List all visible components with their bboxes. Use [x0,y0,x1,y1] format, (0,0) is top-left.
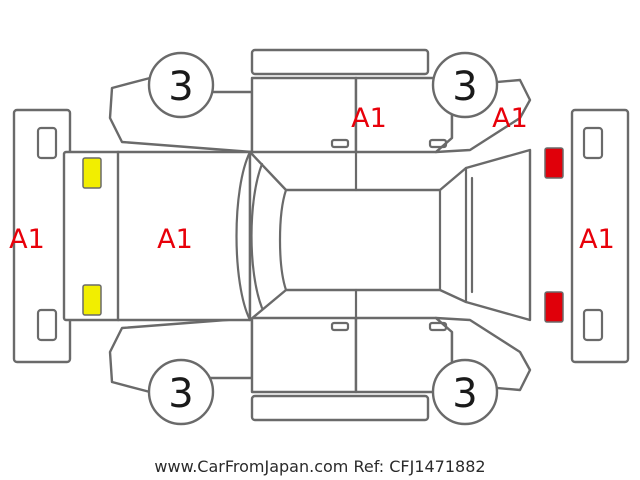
lower-side-body [108,316,532,394]
rear-bumper-grade: A1 [579,224,615,255]
tire-rear-left-grade: 3 [452,64,477,110]
tire-front-right: 3 [147,358,215,426]
lower-side-sill [250,394,430,422]
tire-front-right-grade: 3 [168,371,193,417]
rear-quarter-grade: A1 [492,103,528,134]
rear-lamp-upper [544,147,564,179]
tire-front-left-grade: 3 [168,64,193,110]
tire-front-left: 3 [147,51,215,119]
front-bumper-grade: A1 [9,224,45,255]
front-lamp-upper [82,157,102,189]
hood-grade: A1 [157,224,193,255]
upper-side-body [108,76,532,154]
upper-door-grade: A1 [351,103,387,134]
vehicle-body-top [62,148,532,322]
front-lamp-lower [82,284,102,316]
tire-rear-left: 3 [431,51,499,119]
tire-rear-right: 3 [431,358,499,426]
reference-caption: www.CarFromJapan.com Ref: CFJ1471882 [154,457,485,476]
rear-bumper [570,108,630,364]
rear-lamp-lower [544,291,564,323]
upper-side-sill [250,48,430,76]
tire-rear-right-grade: 3 [452,371,477,417]
